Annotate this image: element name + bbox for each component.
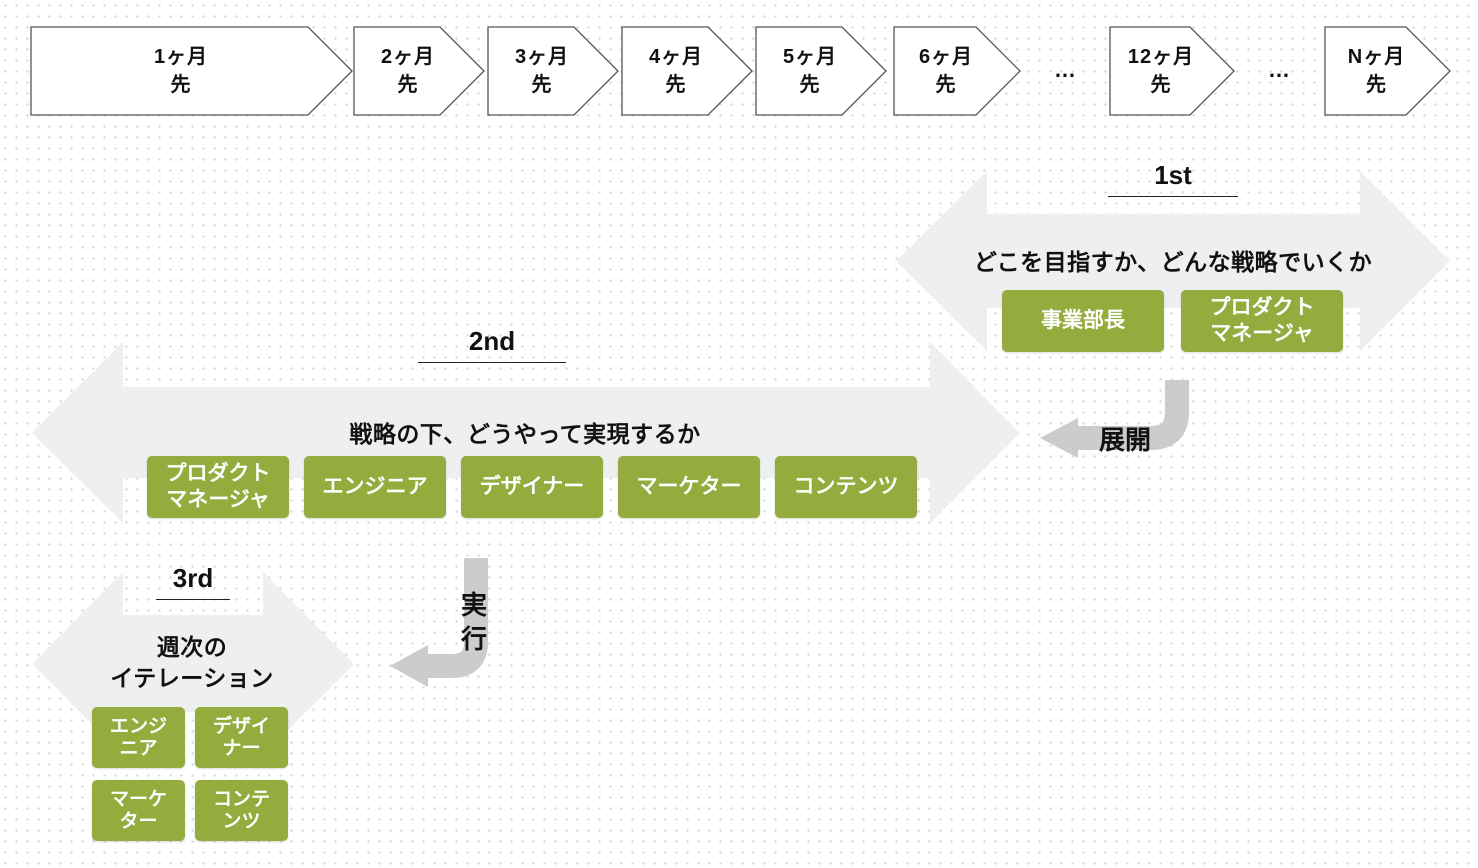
timeline-step-3: 3ヶ月 先 [514, 46, 570, 96]
first-heading: 1st [1154, 159, 1192, 190]
first-role-product-manager: プロダクト マネージャ [1181, 290, 1343, 352]
third-role-contents: コンテ ンツ [195, 780, 288, 841]
timeline-ellipsis-2: … [1268, 57, 1290, 82]
second-role-designer: デザイナー [461, 456, 603, 518]
first-heading-underline [1108, 196, 1238, 197]
second-role-contents: コンテンツ [775, 456, 917, 518]
execute-connector-path [427, 558, 488, 678]
third-role-engineer: エンジ ニア [92, 707, 185, 768]
first-description: どこを目指すか、どんな戦略でいくか [973, 249, 1373, 275]
timeline-step-6: 6ヶ月 先 [918, 46, 974, 96]
second-heading: 2nd [468, 325, 516, 356]
second-role-product-manager: プロダクト マネージャ [147, 456, 289, 518]
second-description: 戦略の下、どうやって実現するか [349, 421, 701, 447]
timeline-step-shape-5 [755, 26, 887, 116]
expand-arrow-label: 展開 [1098, 424, 1151, 455]
timeline-step-shape-3 [487, 26, 619, 116]
timeline-step-1: 1ヶ月 先 [153, 46, 209, 96]
timeline-step-n: Nヶ月 先 [1347, 46, 1406, 96]
third-description: 週次の イテレーション [110, 634, 274, 691]
second-heading-underline [418, 362, 566, 363]
expand-connector-path [1078, 380, 1189, 450]
execute-arrowhead [390, 645, 428, 687]
first-role-business-head: 事業部長 [1002, 290, 1164, 352]
timeline-step-shape-8 [1324, 26, 1451, 116]
timeline-step-4: 4ヶ月 先 [648, 46, 704, 96]
timeline-step-5: 5ヶ月 先 [782, 46, 838, 96]
execute-arrow-label: 実 行 [460, 590, 487, 654]
timeline-step-12: 12ヶ月 先 [1127, 46, 1195, 96]
timeline-step-shape-6 [893, 26, 1021, 116]
second-role-marketer: マーケター [618, 456, 760, 518]
timeline-step-shape-7 [1109, 26, 1235, 116]
third-heading-underline [156, 599, 230, 600]
timeline-step-shape-4 [621, 26, 753, 116]
third-role-designer: デザイ ナー [195, 707, 288, 768]
third-role-marketer: マーケ ター [92, 780, 185, 841]
third-heading: 3rd [172, 562, 214, 593]
expand-arrowhead [1040, 418, 1078, 458]
timeline-ellipsis-1: … [1054, 57, 1076, 82]
timeline-step-2: 2ヶ月 先 [380, 46, 436, 96]
second-role-engineer: エンジニア [304, 456, 446, 518]
timeline-step-shape-2 [353, 26, 485, 116]
timeline-step-shape-1 [30, 26, 353, 116]
